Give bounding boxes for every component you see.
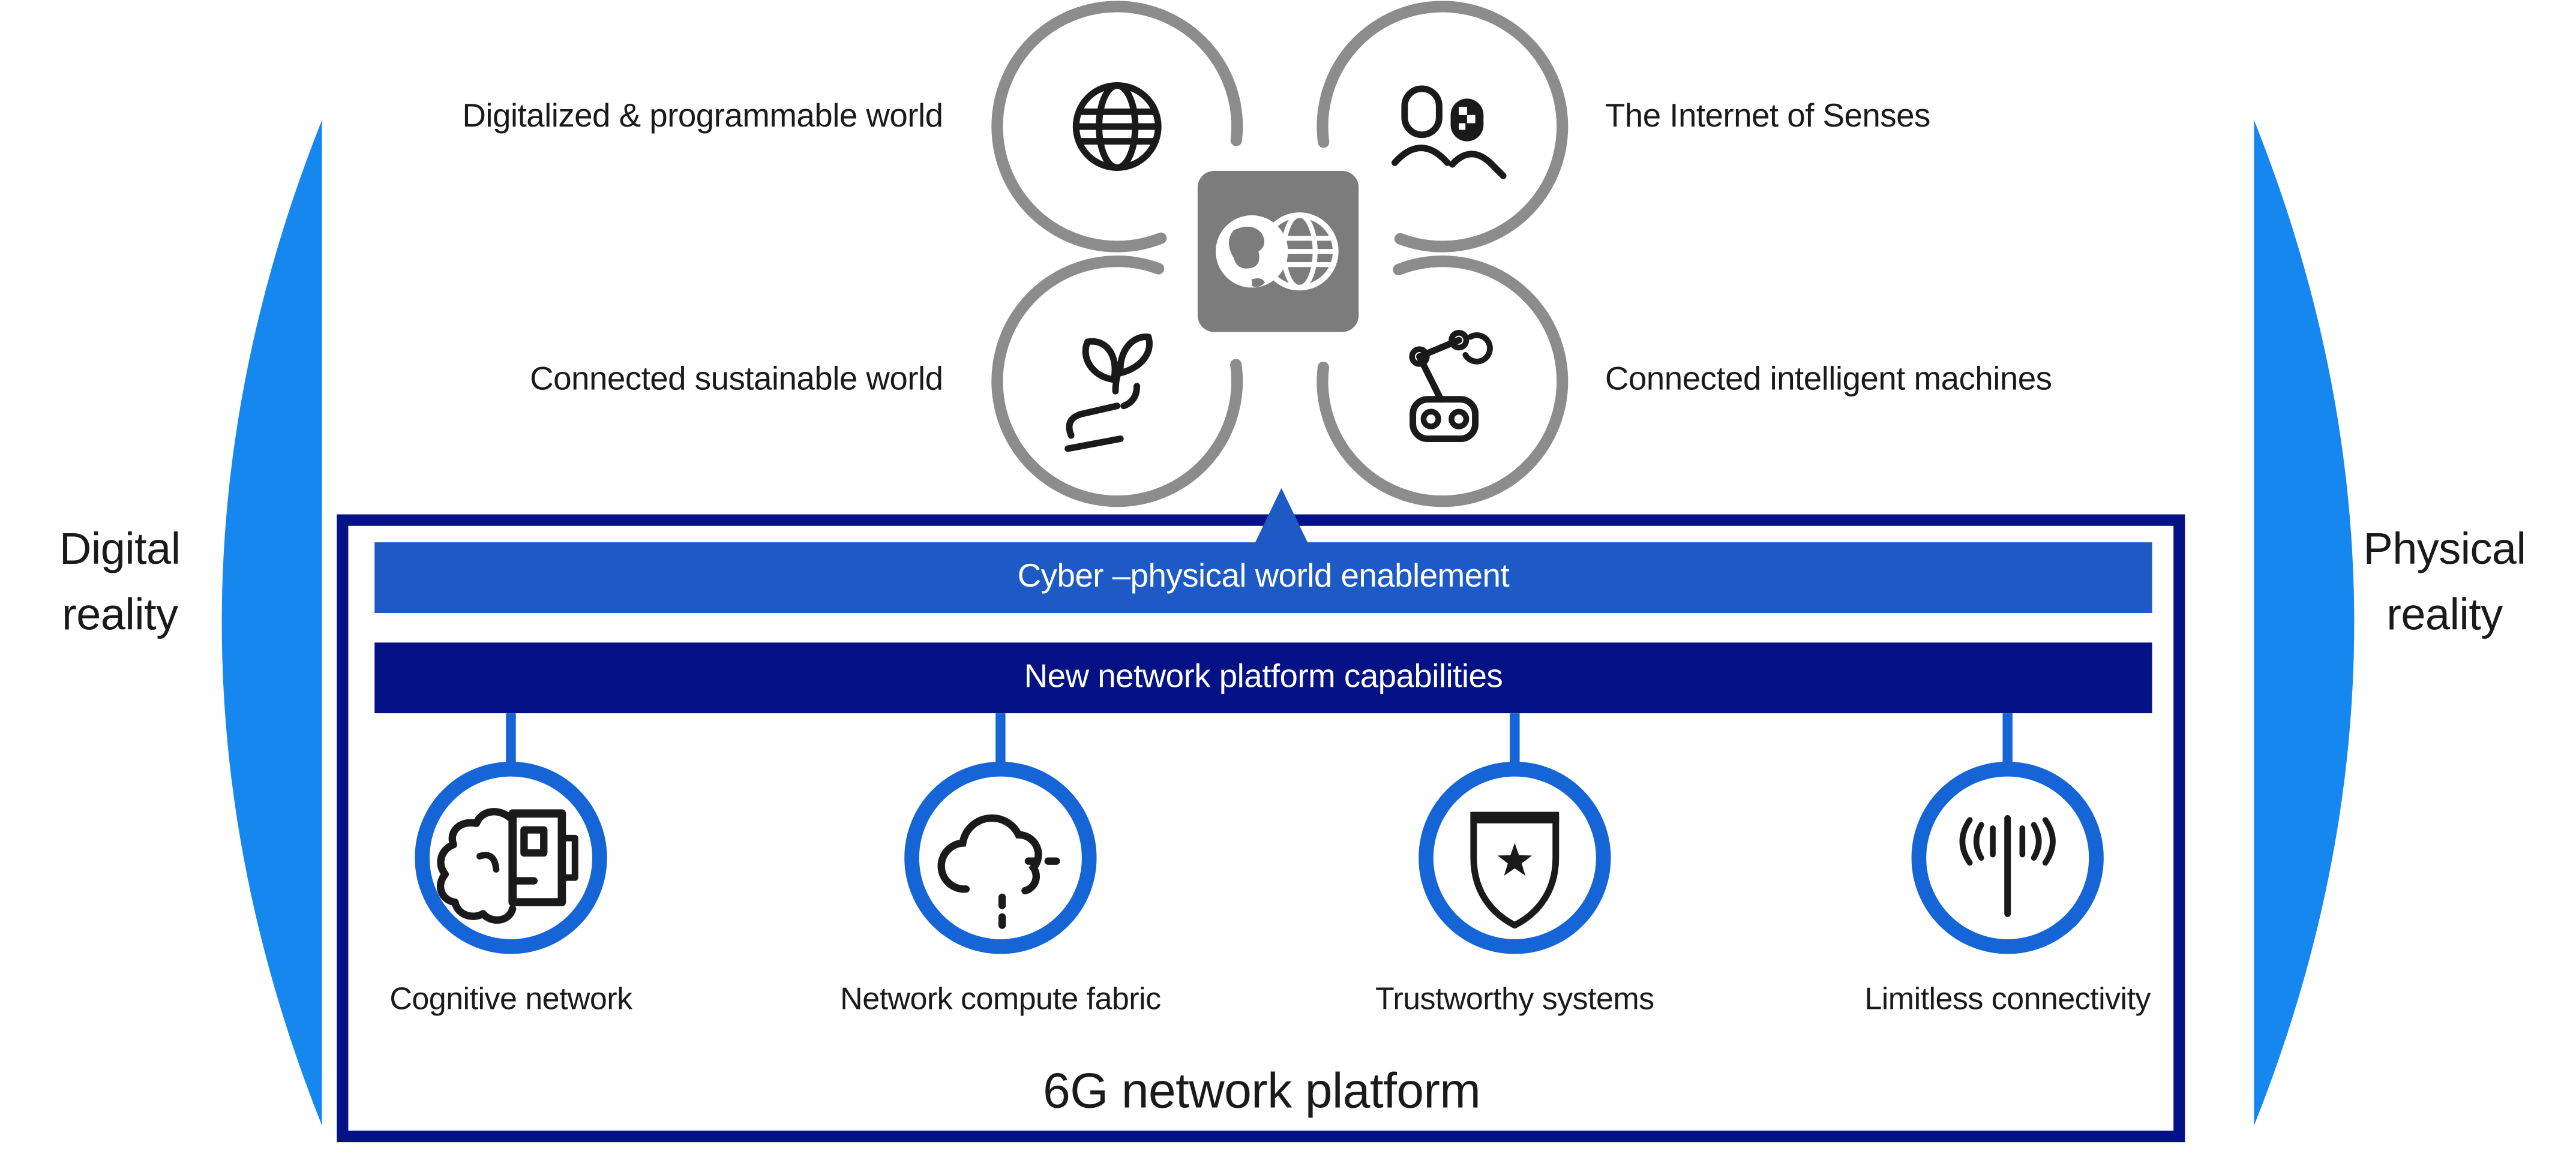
future-worlds-arcs — [991, 1, 1569, 507]
label-limitless-connectivity: Limitless connectivity — [1864, 982, 2151, 1017]
platform-box-border — [337, 514, 2185, 1143]
physical-reality-crescent — [2254, 120, 2355, 1126]
digital-reality-line2: reality — [62, 590, 178, 639]
label-internet-of-senses: The Internet of Senses — [1605, 98, 1931, 135]
robot-arm-icon — [1409, 330, 1493, 443]
antenna-icon — [1959, 815, 2056, 917]
label-trustworthy-systems: Trustworthy systems — [1375, 982, 1654, 1017]
digital-reality-crescent — [221, 120, 322, 1126]
label-network-compute-fabric: Network compute fabric — [840, 982, 1161, 1017]
plant-hand-icon — [1064, 333, 1153, 452]
capability-connectors — [506, 713, 2013, 768]
arc-bottom-left — [991, 256, 1243, 507]
label-connected-intelligent-machines: Connected intelligent machines — [1605, 361, 2052, 398]
arc-top-right — [1317, 1, 1569, 253]
physical-reality-line2: reality — [2386, 590, 2503, 639]
enablement-bar-label: Cyber –physical world enablement — [1017, 558, 1510, 595]
platform-title: 6G network platform — [1043, 1065, 1481, 1119]
capabilities-bar — [374, 642, 2152, 714]
arc-top-left — [991, 1, 1243, 253]
label-digitalized-programmable-world: Digitalized & programmable world — [462, 98, 943, 135]
brain-chip-icon — [436, 808, 578, 924]
globe-icon — [1072, 82, 1162, 171]
arc-bottom-right — [1317, 256, 1569, 507]
cyber-physical-worlds-icon — [1216, 212, 1339, 291]
label-physical-reality: Physical reality — [2333, 516, 2556, 647]
people-senses-icon — [1391, 85, 1507, 179]
label-digital-reality: Digital reality — [13, 516, 227, 647]
cyber-physical-core — [1197, 170, 1359, 332]
shield-star-icon — [1470, 812, 1560, 929]
network-compute-fabric-circle — [904, 761, 1097, 954]
enablement-bar — [374, 542, 2152, 613]
digital-reality-line1: Digital — [59, 524, 181, 574]
label-cognitive-network: Cognitive network — [389, 982, 632, 1017]
label-connected-sustainable-world: Connected sustainable world — [530, 361, 943, 398]
cloud-compute-icon — [937, 814, 1065, 940]
physical-reality-line1: Physical — [2363, 524, 2526, 574]
capabilities-bar-label: New network platform capabilities — [1024, 659, 1503, 695]
